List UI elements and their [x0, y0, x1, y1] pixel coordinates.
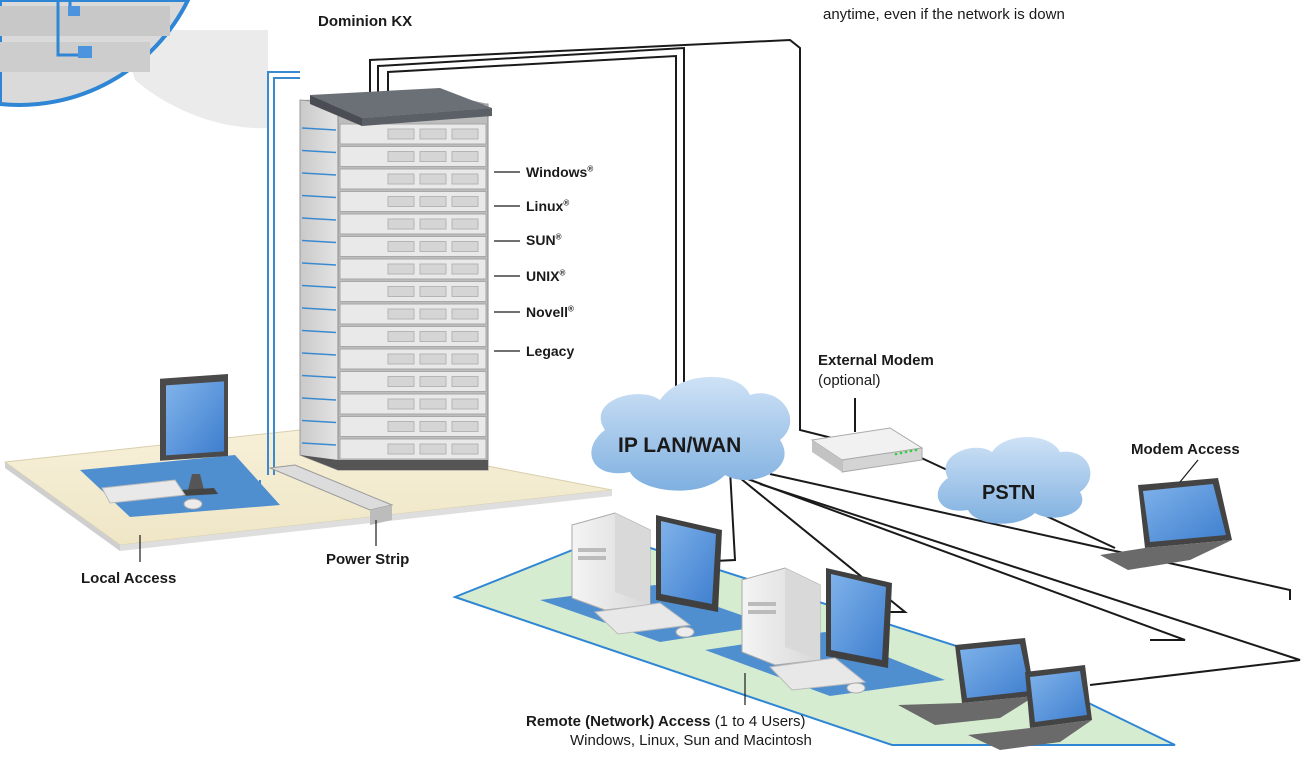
- drive-bay: [419, 151, 447, 162]
- drive-bay: [387, 308, 415, 320]
- modem-access-label: Modem Access: [1131, 441, 1240, 458]
- drive-bay: [419, 398, 447, 410]
- drive-bay: [387, 353, 415, 365]
- drive-bay: [419, 421, 447, 432]
- drive-bay: [387, 376, 415, 387]
- external-modem-label: External Modem: [818, 352, 934, 369]
- rack-cable: [301, 172, 337, 176]
- rack-cable: [301, 262, 337, 266]
- os-tick-lines: [494, 171, 520, 352]
- drive-bay: [387, 263, 415, 275]
- drive-bay: [387, 128, 415, 140]
- drive-bay: [451, 196, 479, 207]
- dominion-kx-label: Dominion KX: [318, 13, 413, 30]
- drive-bay: [419, 376, 447, 387]
- ip-lan-wan-cloud: [591, 376, 791, 491]
- rack-cable: [301, 419, 337, 424]
- rack-cable: [301, 284, 337, 289]
- external-modem-optional-label: (optional): [818, 372, 881, 389]
- drive-bay: [451, 286, 479, 297]
- drive-bay: [451, 331, 479, 342]
- rack-cable: [301, 149, 337, 154]
- os-item: SUN®: [526, 232, 562, 248]
- remote-platforms-label: Windows, Linux, Sun and Macintosh: [570, 732, 812, 749]
- drive-bay: [451, 128, 479, 140]
- remote-access-label: Remote (Network) Access (1 to 4 Users): [526, 713, 806, 730]
- drive-bay: [419, 196, 447, 207]
- rack-cable: [301, 239, 337, 244]
- drive-bay: [451, 353, 479, 365]
- rack-cable: [301, 307, 337, 311]
- drive-bay: [387, 443, 415, 455]
- remote-laptop-1: [898, 638, 1035, 725]
- drive-bay: [419, 263, 447, 275]
- local-access-label: Local Access: [81, 570, 177, 587]
- rack-cable: [301, 442, 337, 446]
- rack-cable: [301, 374, 337, 379]
- drive-bay: [387, 173, 415, 185]
- os-item: Linux®: [526, 198, 570, 214]
- drive-bay: [419, 308, 447, 320]
- drive-bay: [419, 353, 447, 365]
- drive-bay: [387, 218, 415, 230]
- remote-pc-2: [741, 567, 892, 694]
- drive-bay: [387, 286, 415, 297]
- drive-bay: [451, 173, 479, 185]
- os-item: Legacy: [526, 343, 575, 359]
- drive-bay: [387, 151, 415, 162]
- drive-bay: [419, 331, 447, 342]
- callout-lines: [139, 459, 1199, 705]
- drive-bay: [451, 308, 479, 320]
- drive-bay: [387, 331, 415, 342]
- pstn-cloud: [937, 437, 1091, 524]
- drive-bay: [419, 241, 447, 252]
- drive-bay: [451, 151, 479, 162]
- drive-bay: [451, 241, 479, 252]
- network-cables: [369, 38, 1301, 686]
- os-item: Novell®: [526, 304, 574, 320]
- os-item: UNIX®: [526, 268, 566, 284]
- drive-bay: [451, 218, 479, 230]
- drive-bay: [419, 443, 447, 455]
- remote-laptop-2: [968, 665, 1092, 750]
- local-workstation: [80, 374, 280, 517]
- drive-bay: [419, 286, 447, 297]
- rack-cable: [301, 217, 337, 221]
- rack-cable: [301, 352, 337, 356]
- drive-bay: [451, 398, 479, 410]
- ip-cloud-label: IP LAN/WAN: [618, 434, 742, 457]
- drive-bay: [419, 173, 447, 185]
- drive-bay: [387, 241, 415, 252]
- zoom-inset-icon: [0, 0, 268, 129]
- power-strip-label: Power Strip: [326, 551, 410, 568]
- drive-bay: [387, 421, 415, 432]
- server-rack: [299, 96, 489, 471]
- rack-cable: [301, 127, 337, 131]
- drive-bay: [451, 376, 479, 387]
- pstn-cloud-label: PSTN: [982, 482, 1036, 504]
- drive-bay: [419, 128, 447, 140]
- modem-laptop: [1100, 478, 1232, 570]
- remote-pc-1: [571, 512, 722, 638]
- drive-bay: [451, 421, 479, 432]
- drive-bay: [387, 398, 415, 410]
- rack-cable: [301, 397, 337, 401]
- rack-cable: [301, 329, 337, 334]
- top-note: anytime, even if the network is down: [823, 6, 1065, 23]
- drive-bay: [387, 196, 415, 207]
- dominion-kx-device: [310, 88, 492, 126]
- drive-bay: [451, 263, 479, 275]
- drive-bay: [451, 443, 479, 455]
- local-cables: [259, 71, 300, 487]
- rack-cable: [301, 194, 337, 199]
- external-modem-device: [810, 427, 924, 473]
- drive-bay: [419, 218, 447, 230]
- os-item: Windows®: [526, 164, 594, 180]
